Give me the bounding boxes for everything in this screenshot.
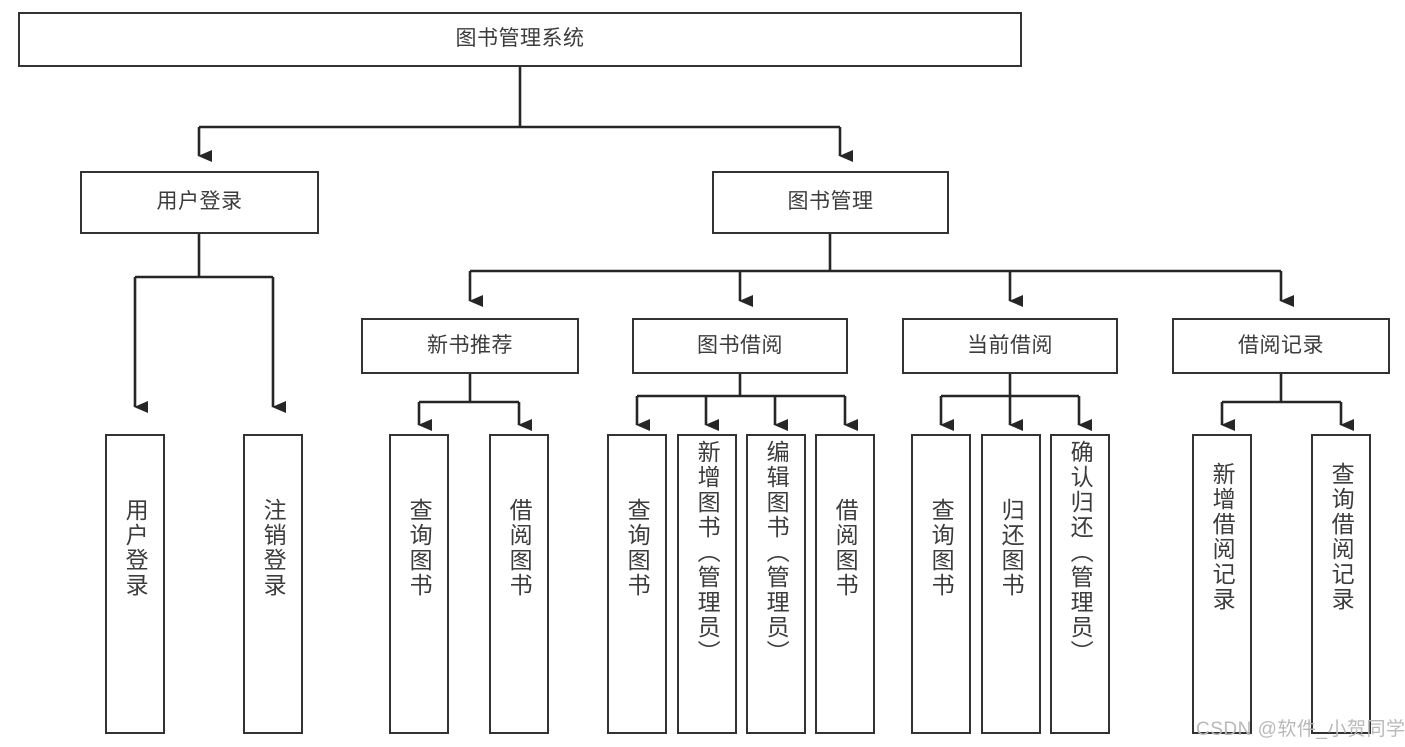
leaf-current-borrow-return-book[interactable]: 归还图书 [981,434,1041,734]
node-label: 编辑图书（管理员） [763,440,790,665]
leaf-new-book-borrow-book[interactable]: 借阅图书 [489,434,549,734]
node-label: 查询图书 [624,498,651,598]
leaf-current-borrow-query-book[interactable]: 查询图书 [911,434,971,734]
leaf-book-borrow-edit-book-admin[interactable]: 编辑图书（管理员） [746,434,806,734]
node-label: 图书管理 [787,190,874,214]
leaf-user-login-login[interactable]: 用户登录 [105,434,165,734]
node-label: 查询图书 [928,498,955,598]
node-label: 图书管理系统 [455,27,585,51]
leaf-book-borrow-borrow-book[interactable]: 借阅图书 [815,434,875,734]
leaf-book-borrow-query-book[interactable]: 查询图书 [607,434,667,734]
node-label: 借阅图书 [832,498,859,598]
node-new-book-recommend[interactable]: 新书推荐 [361,318,579,374]
node-label: 用户登录 [156,190,243,214]
node-root-book-management-system[interactable]: 图书管理系统 [18,12,1022,67]
node-label: 用户登录 [122,498,149,598]
leaf-new-book-query-book[interactable]: 查询图书 [389,434,449,734]
node-borrow-record[interactable]: 借阅记录 [1172,318,1390,374]
node-current-borrow[interactable]: 当前借阅 [902,318,1118,374]
node-label: 确认归还（管理员） [1067,440,1094,665]
csdn-watermark: CSDN @软件_小贺同学 [1196,714,1405,741]
leaf-borrow-record-add-record[interactable]: 新增借阅记录 [1192,434,1252,734]
node-user-login[interactable]: 用户登录 [80,171,319,234]
leaf-borrow-record-query-record[interactable]: 查询借阅记录 [1311,434,1371,734]
node-label: 查询借阅记录 [1328,462,1355,612]
node-label: 借阅图书 [506,498,533,598]
node-label: 新增借阅记录 [1209,462,1236,612]
node-label: 图书借阅 [697,333,783,357]
node-label: 注销登录 [260,498,287,598]
node-label: 新增图书（管理员） [694,440,721,665]
node-label: 新书推荐 [427,333,513,357]
node-label: 归还图书 [998,498,1025,598]
leaf-user-login-logout[interactable]: 注销登录 [243,434,303,734]
watermark-text: CSDN @软件_小贺同学 [1196,719,1405,740]
leaf-book-borrow-add-book-admin[interactable]: 新增图书（管理员） [677,434,737,734]
node-book-borrow[interactable]: 图书借阅 [632,318,848,374]
leaf-current-borrow-confirm-return-admin[interactable]: 确认归还（管理员） [1050,434,1110,734]
node-label: 当前借阅 [967,333,1053,357]
node-label: 查询图书 [406,498,433,598]
node-book-management[interactable]: 图书管理 [712,171,949,234]
node-label: 借阅记录 [1238,333,1324,357]
